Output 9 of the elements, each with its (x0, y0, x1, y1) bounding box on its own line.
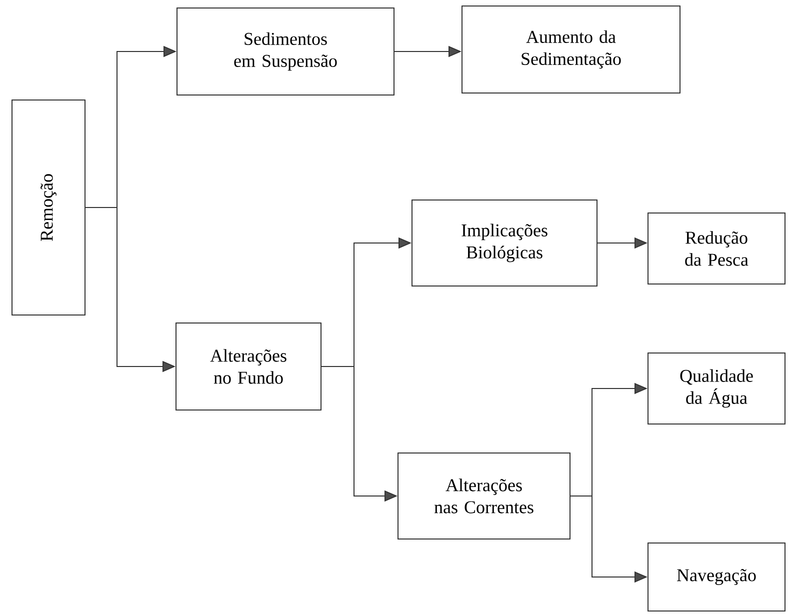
process-box: Alterações no Fundo (176, 322, 322, 410)
process-box: Implicações Biológicas (412, 200, 598, 286)
process-box: Redução da Pesca (648, 212, 786, 284)
process-box: Sedimentos em Suspensão (176, 8, 394, 96)
process-box: Qualidade da Água (648, 352, 786, 424)
process-box: Remoção (12, 100, 86, 316)
process-box: Aumento da Sedimentação (462, 6, 680, 94)
process-box: Alterações nas Correntes (398, 452, 570, 540)
process-box: Navegação (648, 542, 786, 612)
